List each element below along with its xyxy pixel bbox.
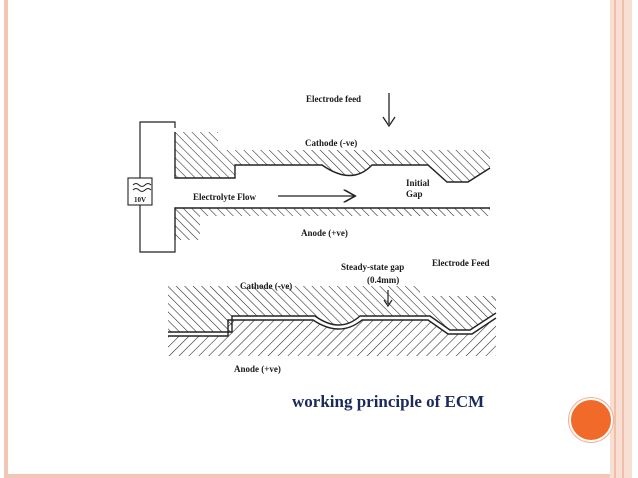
bottom-anode <box>168 317 497 356</box>
diagram-caption: working principle of ECM <box>292 392 484 411</box>
circuit-wire-top <box>139 121 176 178</box>
bottom-electrode-feed-label: Electrode Feed <box>432 258 490 268</box>
slide-border-right-line <box>614 0 616 478</box>
top-cathode <box>174 132 491 183</box>
slide-accent-dot <box>569 398 613 442</box>
electrode-feed-arrowhead <box>382 116 396 128</box>
initial-gap-label-line1: Initial <box>406 178 430 188</box>
circuit-wire-bottom <box>139 205 176 253</box>
electrode-feed-label: Electrode feed <box>306 94 361 104</box>
slide-border-left <box>4 0 8 478</box>
voltage-label: 10V <box>134 196 146 204</box>
top-anode <box>174 207 490 240</box>
slide-border-bottom <box>8 474 610 478</box>
bottom-cathode-label: Cathode (-ve) <box>240 281 292 291</box>
ac-wave-icon <box>132 183 152 187</box>
power-source: 10V <box>127 177 153 206</box>
bottom-anode-label: Anode (+ve) <box>234 364 281 374</box>
initial-gap-label-line2: Gap <box>406 189 423 199</box>
bottom-cathode <box>168 286 497 333</box>
steady-state-gap-label-line2: (0.4mm) <box>367 275 399 285</box>
top-anode-label: Anode (+ve) <box>301 228 348 238</box>
steady-state-gap-label-line1: Steady-state gap <box>341 262 404 272</box>
slide-border-right-line <box>622 0 624 478</box>
electrolyte-flow-label: Electrolyte Flow <box>193 192 257 202</box>
top-cathode-label: Cathode (-ve) <box>305 138 357 148</box>
